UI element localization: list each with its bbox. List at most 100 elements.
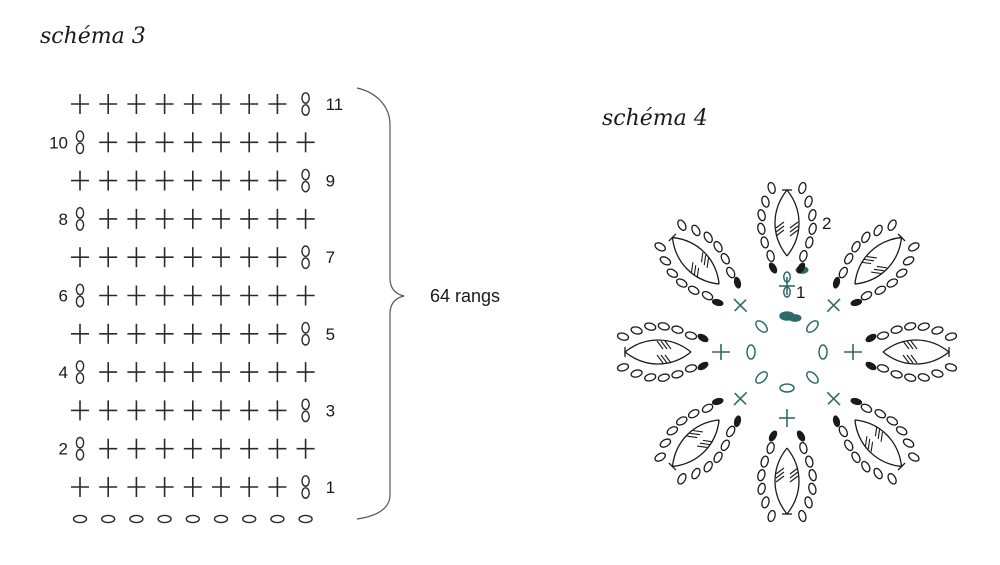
chain-stitch-mark bbox=[301, 398, 310, 411]
stitch-slash-mark bbox=[664, 354, 672, 364]
chart-row-6: 6 bbox=[59, 283, 315, 308]
stitch-slash-mark bbox=[696, 267, 700, 278]
chain-stitch-mark bbox=[876, 364, 890, 373]
chain-stitch-mark bbox=[75, 295, 85, 308]
slip-stitch-mark bbox=[768, 262, 778, 274]
chain-stitch-mark bbox=[657, 373, 670, 382]
chain-stitch-mark bbox=[761, 195, 770, 208]
row-number-label: 1 bbox=[326, 478, 335, 497]
chain-stitch-mark bbox=[666, 426, 679, 436]
row-number-label: 11 bbox=[326, 95, 344, 114]
stitch-slash-mark bbox=[873, 268, 884, 272]
chain-stitch-mark bbox=[677, 473, 687, 485]
single-crochet-mark bbox=[826, 298, 841, 313]
chain-stitch-mark bbox=[874, 409, 887, 419]
chain-stitch-mark bbox=[301, 321, 310, 334]
chart-row-9: 9 bbox=[71, 168, 335, 193]
stitch-slash-mark bbox=[880, 431, 884, 442]
chain-stitch-mark bbox=[213, 514, 229, 524]
petal bbox=[757, 181, 817, 295]
chain-stitch-mark bbox=[616, 363, 630, 372]
single-crochet-mark bbox=[826, 391, 841, 406]
chart-row-7: 7 bbox=[71, 245, 335, 270]
chain-stitch-mark bbox=[720, 252, 730, 265]
stitch-slash-mark bbox=[863, 258, 875, 262]
stitch-slash-mark bbox=[656, 340, 664, 350]
chain-stitch-mark bbox=[100, 514, 116, 524]
chain-stitch-mark bbox=[886, 278, 899, 288]
chain-stitch-mark bbox=[761, 496, 770, 509]
chain-stitch-mark bbox=[798, 181, 807, 195]
chain-stitch-mark bbox=[808, 482, 817, 495]
chain-stitch-mark bbox=[757, 222, 766, 235]
single-crochet-mark bbox=[733, 391, 748, 406]
stitch-slash-mark bbox=[690, 262, 694, 273]
chain-stitch-mark bbox=[75, 448, 85, 461]
stitch-slash-mark bbox=[706, 257, 710, 268]
chain-stitch-mark bbox=[691, 224, 701, 237]
chart-row-1: 1 bbox=[71, 475, 335, 499]
slip-stitch-mark bbox=[711, 298, 724, 307]
stitch-slash-mark bbox=[690, 432, 701, 436]
stitch-slash-mark bbox=[775, 467, 785, 475]
chain-stitch-mark bbox=[757, 209, 766, 222]
stitch-slash-mark bbox=[789, 225, 799, 233]
stitch-slash-mark bbox=[789, 229, 799, 237]
chain-stitch-mark bbox=[808, 209, 817, 222]
chain-stitch-mark bbox=[75, 130, 85, 143]
stitch-slash-mark bbox=[775, 475, 785, 483]
chain-stitch-mark bbox=[713, 240, 723, 253]
stitch-slash-mark bbox=[876, 265, 887, 269]
chain-stitch-mark bbox=[851, 240, 861, 253]
chain-stitch-mark bbox=[75, 218, 85, 231]
chain-stitch-mark bbox=[270, 514, 285, 524]
stitch-slash-mark bbox=[692, 429, 703, 433]
chart-row-8: 8 bbox=[59, 206, 315, 231]
chain-stitch-mark bbox=[701, 290, 714, 301]
stitch-slash-mark bbox=[902, 354, 910, 364]
leaf-outline bbox=[882, 339, 951, 365]
chain-stitch-mark bbox=[908, 242, 920, 252]
chain-stitch-mark bbox=[908, 452, 920, 462]
chain-stitch-mark bbox=[767, 181, 776, 195]
stitch-slash-mark bbox=[664, 340, 672, 350]
stitch-slash-mark bbox=[906, 340, 914, 350]
chain-stitch-mark bbox=[703, 231, 713, 244]
chain-stitch-mark bbox=[644, 373, 657, 382]
chain-stitch-mark bbox=[301, 180, 310, 193]
stitch-slash-mark bbox=[870, 441, 874, 452]
chain-stitch-mark bbox=[757, 469, 766, 482]
chain-stitch-mark bbox=[675, 278, 688, 288]
chain-stitch-mark bbox=[757, 482, 766, 495]
slip-stitch-mark bbox=[850, 298, 863, 307]
chain-stitch-mark bbox=[687, 409, 700, 419]
petal bbox=[654, 391, 748, 485]
round-number-label: 1 bbox=[796, 283, 805, 302]
row-number-label: 2 bbox=[59, 440, 68, 459]
slip-stitch-mark bbox=[733, 415, 742, 428]
stitch-slash-mark bbox=[789, 221, 799, 229]
chain-stitch-mark bbox=[746, 344, 756, 360]
slip-stitch-mark bbox=[865, 333, 877, 343]
leaf-outline bbox=[671, 236, 720, 285]
stitch-slash-mark bbox=[699, 442, 711, 446]
curly-brace bbox=[356, 87, 405, 520]
chain-stitch-mark bbox=[805, 236, 814, 249]
chain-stitch-mark bbox=[301, 487, 310, 499]
chain-stitch-mark bbox=[654, 242, 666, 252]
schema-3-title: schéma 3 bbox=[40, 24, 146, 49]
chain-stitch-mark bbox=[808, 222, 817, 235]
chain-stitch-mark bbox=[873, 224, 883, 237]
stitch-slash-mark bbox=[906, 354, 914, 364]
row-number-label: 4 bbox=[59, 363, 68, 382]
chain-stitch-mark bbox=[75, 360, 85, 372]
chart-row-10: 10 bbox=[49, 130, 315, 155]
chain-stitch-mark bbox=[301, 257, 310, 270]
chain-stitch-mark bbox=[671, 325, 684, 334]
chain-stitch-mark bbox=[659, 438, 672, 448]
chain-stitch-mark bbox=[675, 416, 688, 426]
chain-stitch-mark bbox=[902, 256, 915, 266]
slip-stitch-mark bbox=[768, 430, 778, 442]
chain-stitch-mark bbox=[874, 285, 887, 295]
chain-stitch-mark bbox=[616, 332, 630, 341]
